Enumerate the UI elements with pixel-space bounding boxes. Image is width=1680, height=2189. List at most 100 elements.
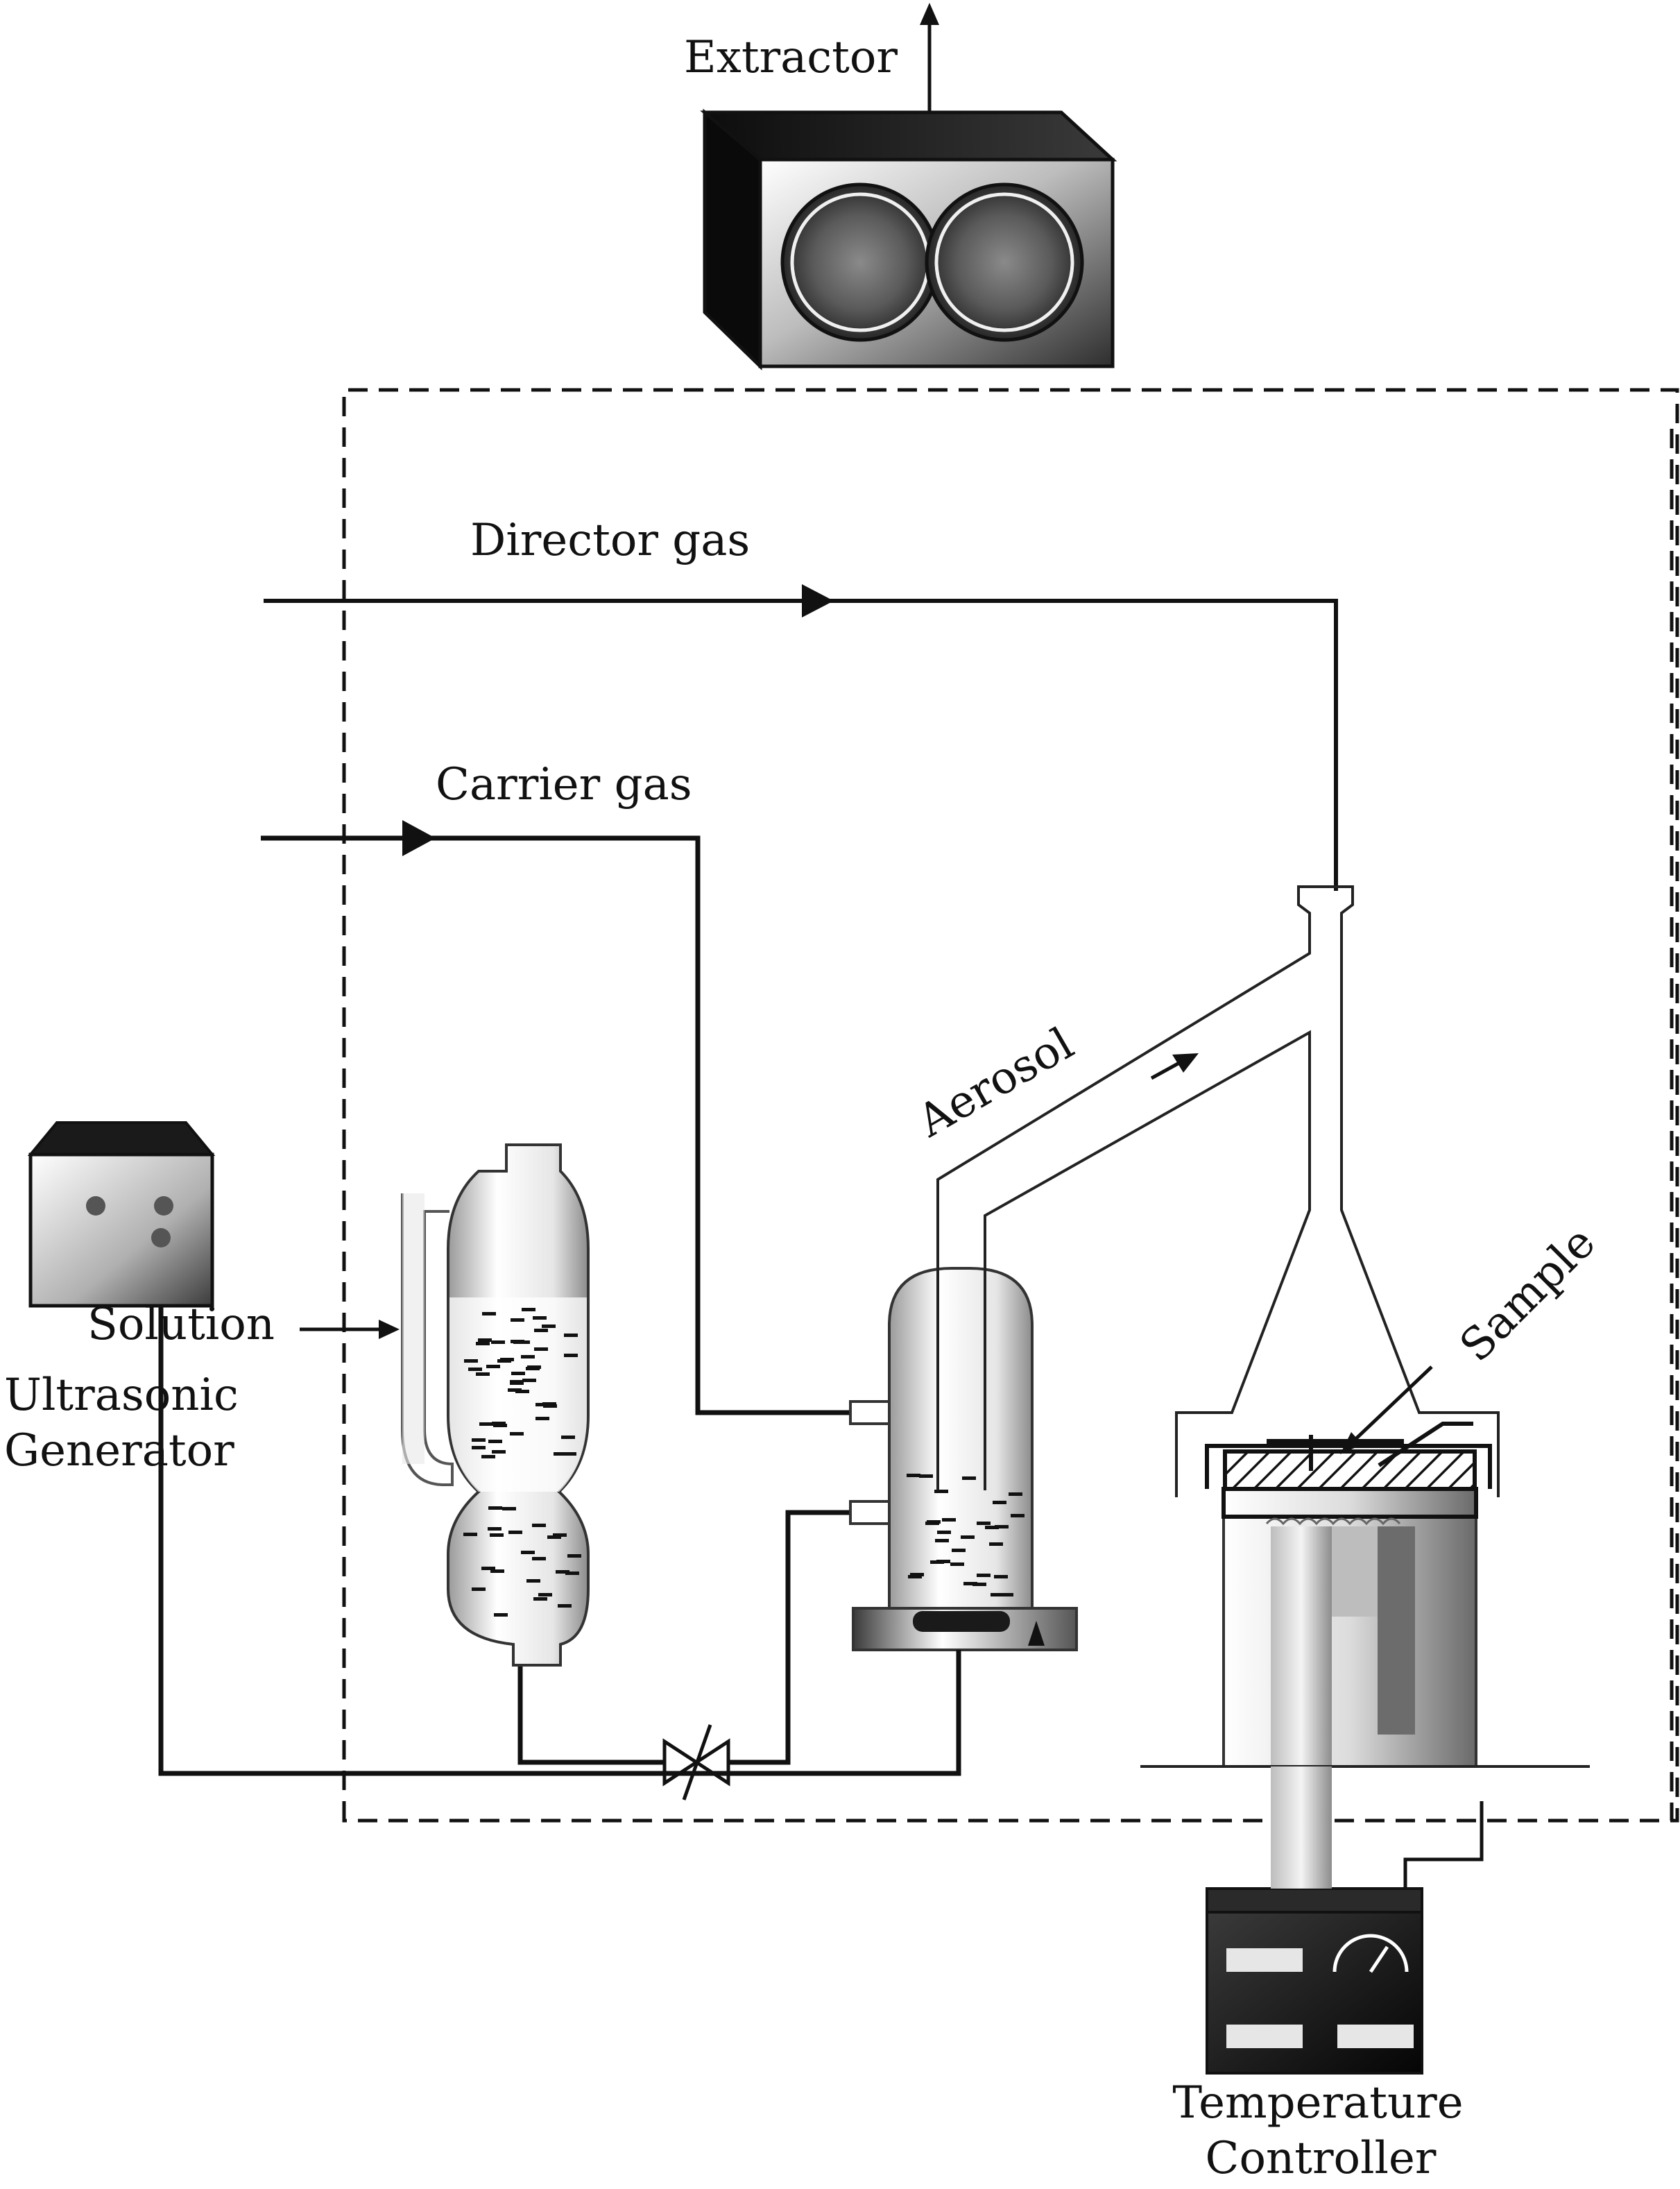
particle-dash	[543, 1404, 557, 1408]
carrier-gas-arrow-icon	[402, 820, 436, 856]
particle-dash	[564, 1354, 578, 1357]
particle-dash	[511, 1372, 525, 1375]
particle-dash	[908, 1575, 922, 1578]
particle-dash	[491, 1340, 505, 1344]
particle-dash	[563, 1452, 576, 1456]
temperature-controller-label-line1: Temperature	[1172, 2077, 1463, 2129]
particle-dash	[554, 1452, 567, 1456]
particle-dash	[561, 1436, 575, 1439]
particle-dash	[930, 1560, 944, 1564]
knob-icon	[86, 1196, 105, 1216]
particle-dash	[961, 1535, 975, 1539]
aerosol-particles	[907, 1474, 1025, 1596]
particle-dash	[547, 1535, 561, 1539]
particle-dash	[481, 1567, 495, 1570]
particle-dash	[510, 1432, 524, 1436]
particle-dash	[937, 1531, 951, 1534]
particle-dash	[534, 1347, 548, 1351]
temperature-controller-unit	[1206, 1887, 1423, 2075]
particle-dash	[534, 1329, 548, 1332]
particle-dash	[478, 1338, 492, 1342]
knob-icon	[154, 1196, 173, 1216]
particle-dash	[463, 1533, 477, 1536]
enclosure-boundary	[342, 388, 1679, 1823]
temperature-controller-label-line2: Controller	[1206, 2133, 1437, 2184]
particle-dash	[490, 1569, 504, 1573]
sample-holder	[1223, 1449, 1477, 1491]
particle-dash	[996, 1593, 1010, 1596]
director-gas-label: Director gas	[470, 515, 750, 566]
particle-dash	[488, 1506, 502, 1510]
particle-dash	[521, 1551, 535, 1554]
particle-dash	[977, 1574, 991, 1577]
particle-dash	[522, 1308, 535, 1311]
particle-dash	[1009, 1492, 1022, 1496]
particle-dash	[564, 1334, 578, 1337]
ultrasonic-generator-unit	[27, 1121, 216, 1308]
particle-dash	[482, 1312, 496, 1315]
particle-dash	[481, 1455, 495, 1458]
director-gas-arrow-icon	[802, 584, 834, 617]
particle-dash	[1011, 1514, 1025, 1517]
fan-left-icon	[780, 182, 940, 342]
solution-particles	[463, 1308, 581, 1617]
particle-dash	[510, 1380, 524, 1383]
sample-arrow	[1348, 1365, 1433, 1446]
particle-dash	[476, 1342, 490, 1345]
particle-dash	[934, 1490, 948, 1493]
particle-dash	[972, 1583, 986, 1586]
aerosol-tube	[936, 885, 1500, 1497]
particle-dash	[476, 1372, 490, 1376]
particle-dash	[492, 1422, 506, 1425]
particle-dash	[950, 1562, 964, 1566]
extractor-unit	[700, 108, 1117, 370]
particle-dash	[508, 1388, 522, 1392]
fan-right-icon	[925, 182, 1084, 342]
particle-dash	[464, 1359, 478, 1363]
particle-dash	[526, 1579, 540, 1583]
aerosol-label: Aerosol	[909, 1018, 1082, 1148]
particle-dash	[468, 1368, 482, 1371]
particle-dash	[486, 1365, 500, 1368]
particle-dash	[532, 1557, 546, 1560]
thermocouple-wire	[1403, 1801, 1484, 1907]
particle-dash	[558, 1604, 572, 1608]
solution-reservoir	[401, 1143, 590, 1667]
particle-dash	[556, 1570, 569, 1574]
particle-dash	[542, 1402, 556, 1406]
particle-dash	[995, 1525, 1009, 1528]
particle-dash	[952, 1549, 966, 1552]
particle-dash	[994, 1575, 1008, 1578]
particle-dash	[535, 1417, 549, 1420]
particle-dash	[522, 1379, 536, 1382]
ultrasonic-nebulizer	[849, 1267, 1078, 1651]
sample-label: Sample	[1450, 1217, 1605, 1372]
particle-dash	[567, 1554, 581, 1558]
ultrasonic-generator-label-line2: Generator	[4, 1425, 234, 1476]
particle-dash	[533, 1316, 547, 1320]
director-gas-line	[264, 599, 1338, 891]
gauge-icon	[1332, 1934, 1409, 1973]
particle-dash	[910, 1573, 924, 1576]
particle-dash	[511, 1318, 524, 1322]
particle-dash	[508, 1531, 522, 1534]
particle-dash	[488, 1527, 502, 1531]
particle-dash	[993, 1501, 1006, 1504]
particle-dash	[532, 1524, 546, 1527]
extractor-label: Extractor	[684, 32, 898, 83]
particle-dash	[919, 1474, 933, 1478]
aerosol-flow-arrow	[1150, 1061, 1181, 1080]
particle-dash	[533, 1597, 547, 1601]
ultrasonic-generator-label-line1: Ultrasonic	[4, 1370, 239, 1421]
particle-dash	[515, 1390, 529, 1393]
particle-dash	[985, 1526, 999, 1529]
knob-icon	[151, 1228, 171, 1247]
carrier-gas-line	[261, 835, 850, 1415]
particle-dash	[935, 1539, 949, 1542]
solution-feed-line	[517, 1510, 850, 1765]
heater-furnace	[1205, 1422, 1492, 1852]
valve-icon	[662, 1724, 730, 1800]
particle-dash	[494, 1613, 508, 1617]
particle-dash	[488, 1440, 502, 1443]
